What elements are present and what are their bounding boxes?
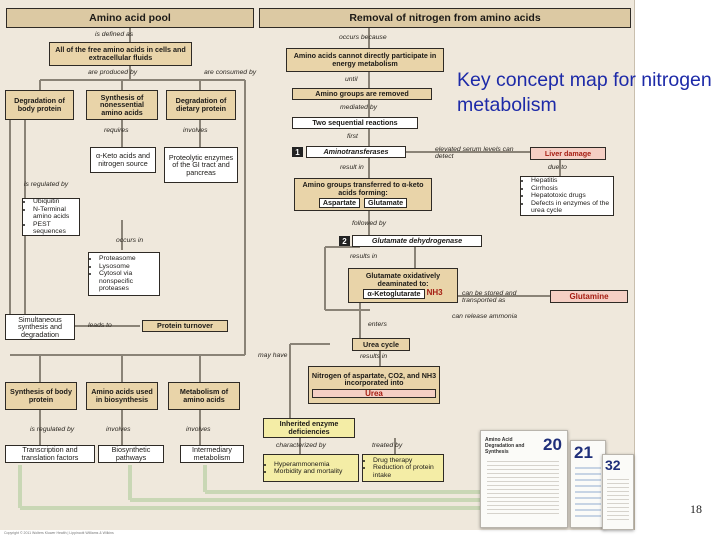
concept-map: Amino acid pool Removal of nitrogen from… — [0, 0, 635, 530]
label-leads-to: leads to — [88, 322, 112, 329]
aspartate-label: Aspartate — [318, 198, 360, 208]
label-requires: requires — [104, 127, 129, 134]
pool-definition-box: All of the free amino acids in cells and… — [49, 42, 192, 66]
synthesis-body-protein-box: Synthesis of body protein — [5, 382, 77, 410]
list-item: Cirrhosis — [531, 185, 611, 192]
label-characterized-by: characterized by — [276, 442, 326, 449]
transferred-text: Amino groups transferred to α-keto acids… — [302, 180, 424, 197]
alpha-ketoglutarate-label: α-Ketoglutarate — [363, 289, 425, 299]
label-are-consumed-by: are consumed by — [204, 69, 257, 76]
protein-turnover-box: Protein turnover — [142, 320, 228, 332]
degradation-body-protein-box: Degradation of body protein — [5, 90, 74, 120]
label-can-release: can release ammonia — [452, 313, 517, 320]
label-elevated-serum: elevated serum levels can detect — [435, 146, 514, 160]
label-can-be-stored: can be stored and transported as — [462, 290, 517, 304]
label-involves: involves — [183, 127, 208, 134]
aminotransferases-box: Aminotransferases — [306, 146, 406, 158]
step-two-badge: 2 — [339, 236, 350, 246]
ubiquitin-list-box: Ubiquitin N-Terminal amino acids PEST se… — [22, 198, 80, 236]
book-chapter-covers: Amino Acid Degradation and Synthesis 20 … — [478, 426, 634, 530]
drug-therapy-box: Drug therapy Reduction of protein intake — [362, 454, 444, 482]
list-item: Hepatotoxic drugs — [531, 192, 611, 199]
not-energy-box: Amino acids cannot directly participate … — [286, 48, 444, 72]
groups-removed-box: Amino groups are removed — [292, 88, 432, 100]
liver-causes-box: Hepatitis Cirrhosis Hepatotoxic drugs De… — [520, 176, 614, 216]
biosynthetic-box: Biosynthetic pathways — [98, 445, 164, 463]
urea-incorporated-box: Nitrogen of aspartate, CO2, and NH3 inco… — [308, 366, 440, 404]
glutamine-box: Glutamine — [550, 290, 628, 303]
inherited-deficiencies-box: Inherited enzyme deficiencies — [263, 418, 355, 438]
oxidative-box: Glutamate oxidatively deaminated to: α-K… — [348, 268, 458, 303]
proteasome-list-box: Proteasome Lysosome Cytosol via nonspeci… — [88, 252, 160, 296]
list-item: PEST sequences — [33, 221, 77, 236]
step-one-badge: 1 — [292, 147, 303, 157]
label-is-regulated-by-2: is regulated by — [30, 426, 75, 433]
list-item: Morbidity and mortality — [274, 468, 342, 475]
urea-cycle-box: Urea cycle — [352, 338, 410, 351]
list-item: Proteasome — [99, 255, 157, 262]
keto-acids-box: α-Keto acids and nitrogen source — [90, 147, 156, 173]
label-involves-3: involves — [186, 426, 211, 433]
label-treated-by: treated by — [372, 442, 403, 449]
label-first: first — [347, 133, 358, 140]
intermediary-box: Intermediary metabolism — [180, 445, 244, 463]
degradation-dietary-protein-box: Degradation of dietary protein — [166, 90, 236, 120]
label-enters: enters — [368, 321, 387, 328]
label-occurs-in: occurs in — [116, 237, 144, 244]
chapter-cover-21: 21 — [570, 440, 606, 528]
chapter-cover-32: 32 — [602, 454, 634, 530]
oxidative-text: Glutamate oxidatively deaminated to: — [365, 271, 441, 288]
list-item: Defects in enzymes of the urea cycle — [531, 200, 611, 215]
chapter-cover-20: Amino Acid Degradation and Synthesis 20 — [480, 430, 568, 528]
label-result-in: result in — [340, 164, 364, 171]
slide-title: Key concept map for nitrogen metabolism — [457, 69, 712, 116]
urea-label: Urea — [312, 388, 436, 399]
chapter-number-20: 20 — [543, 435, 562, 454]
ammonia-label: NH3 — [426, 288, 443, 298]
gdh-box: Glutamate dehydrogenase — [352, 235, 482, 247]
chapter-number-21: 21 — [574, 443, 593, 462]
synthesis-nonessential-box: Synthesis of nonessential amino acids — [86, 90, 158, 120]
page-number: 18 — [690, 502, 702, 516]
list-item: Hyperammonemia — [274, 461, 342, 468]
hyperammonemia-box: Hyperammonemia Morbidity and mortality — [263, 454, 359, 482]
label-due-to: due to — [548, 164, 567, 171]
label-is-defined-as: is defined as — [95, 31, 134, 38]
list-item: Hepatitis — [531, 177, 611, 184]
transcription-box: Transcription and translation factors — [5, 445, 95, 463]
urea-incorporated-text: Nitrogen of aspartate, CO2, and NH3 inco… — [311, 370, 437, 388]
connector-lines — [9, 27, 561, 510]
label-results-in: results in — [350, 253, 378, 260]
label-occurs-because: occurs because — [339, 34, 387, 41]
removal-header: Removal of nitrogen from amino acids — [259, 8, 631, 28]
copyright-footer: Copyright © 2011 Wolters Kluwer Health |… — [4, 531, 114, 535]
metabolism-aa-box: Metabolism of amino acids — [168, 382, 240, 410]
proteolytic-enzymes-box: Proteolytic enzymes of the GI tract and … — [164, 147, 238, 183]
biosynthesis-box: Amino acids used in biosynthesis — [86, 382, 158, 410]
list-item: Ubiquitin — [33, 198, 77, 205]
list-item: N-Terminal amino acids — [33, 206, 77, 221]
amino-pool-header: Amino acid pool — [6, 8, 254, 28]
chapter-number-32: 32 — [605, 457, 621, 473]
transferred-box: Amino groups transferred to α-keto acids… — [294, 178, 432, 211]
label-results-in-urea: results in — [360, 353, 388, 360]
glutamate-label: Glutamate — [364, 198, 408, 208]
list-item: Reduction of protein intake — [373, 464, 441, 479]
label-is-regulated-by: is regulated by — [24, 181, 69, 188]
list-item: Cytosol via nonspecific proteases — [99, 270, 157, 292]
label-followed-by: followed by — [352, 220, 387, 227]
label-mediated-by: mediated by — [340, 104, 378, 111]
list-item: Lysosome — [99, 263, 157, 270]
label-until: until — [345, 76, 358, 83]
label-involves-2: involves — [106, 426, 131, 433]
label-may-have: may have — [258, 352, 288, 359]
simultaneous-box: Simultaneous synthesis and degradation — [5, 314, 75, 340]
list-item: Drug therapy — [373, 457, 441, 464]
chapter-cover-title: Amino Acid Degradation and Synthesis — [485, 437, 525, 455]
liver-damage-box: Liver damage — [530, 147, 606, 160]
label-are-produced-by: are produced by — [88, 69, 138, 76]
two-reactions-box: Two sequential reactions — [292, 117, 418, 129]
